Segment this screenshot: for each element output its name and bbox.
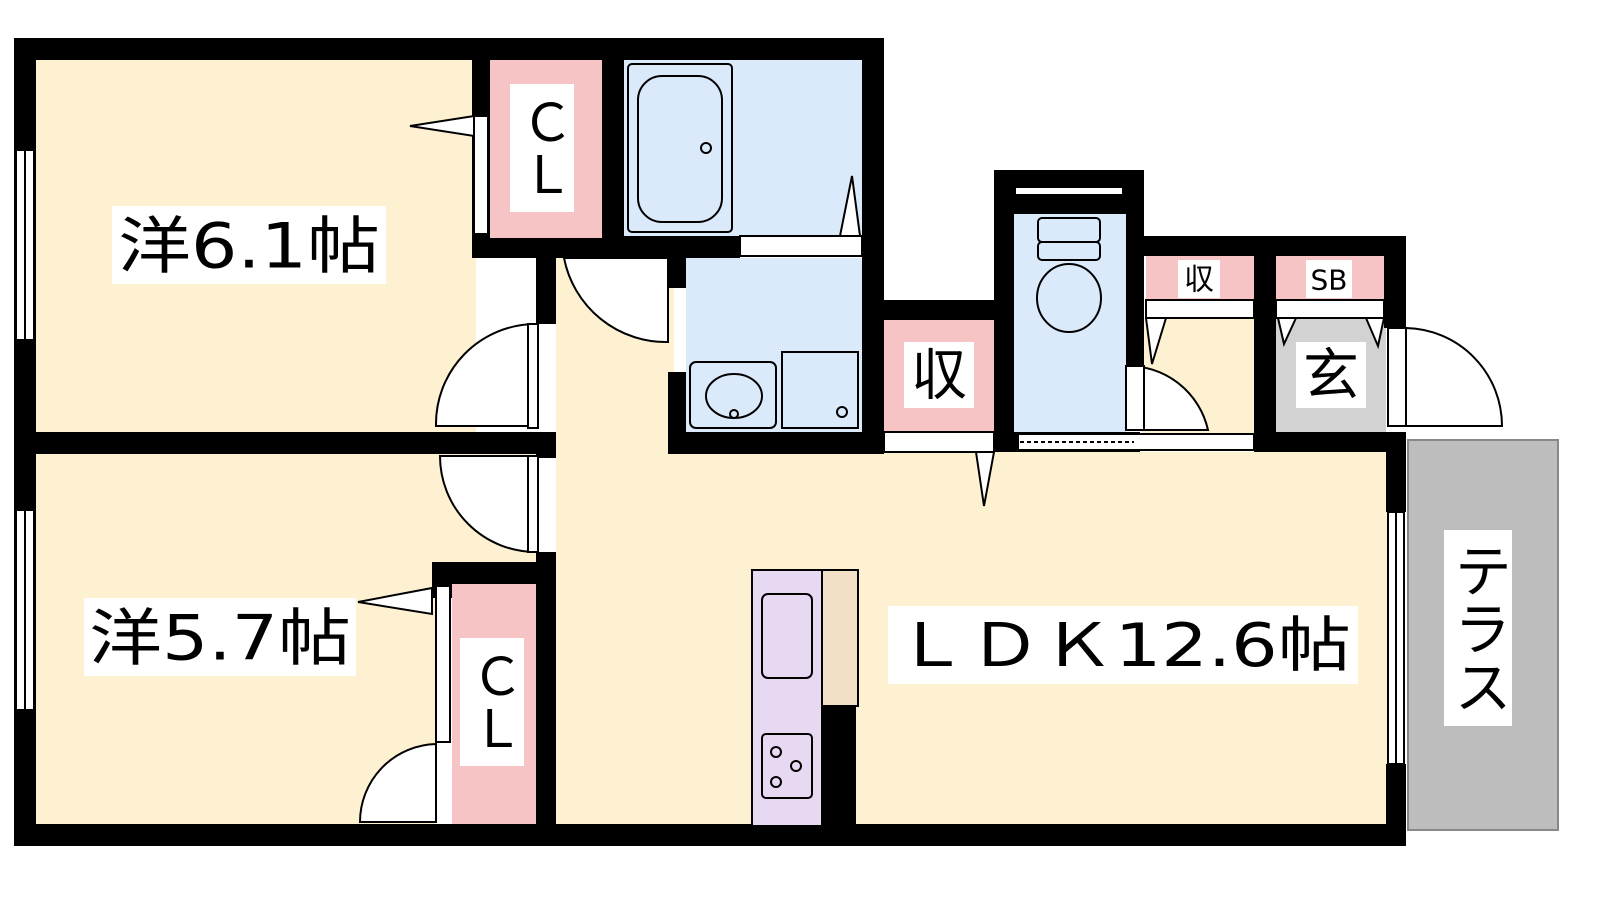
western-room-2-label: 洋5.7帖 [89, 602, 351, 675]
terrace-label: テラス [1444, 541, 1512, 715]
washbasin-icon [689, 361, 777, 429]
window-icon [15, 149, 1405, 765]
storage-main-label: 収 [911, 344, 967, 409]
shoe-box-label: SB [1311, 264, 1348, 297]
western-room-1-label: 洋6.1帖 [118, 210, 380, 283]
closet-2-label: ＣＬ [462, 650, 522, 754]
ldk-label: ＬＤＫ12.6帖 [895, 611, 1351, 681]
closet-1-label: ＣＬ [512, 96, 572, 200]
entrance-label: 玄 [1303, 344, 1359, 409]
bathroom-floor [624, 60, 864, 238]
stove-icon [761, 733, 813, 799]
storage-small-label: 収 [1184, 263, 1214, 298]
bathtub-icon [627, 63, 733, 233]
toilet-icon [1036, 217, 1102, 333]
washing-machine-icon [781, 351, 859, 429]
door-icon [358, 115, 1504, 823]
